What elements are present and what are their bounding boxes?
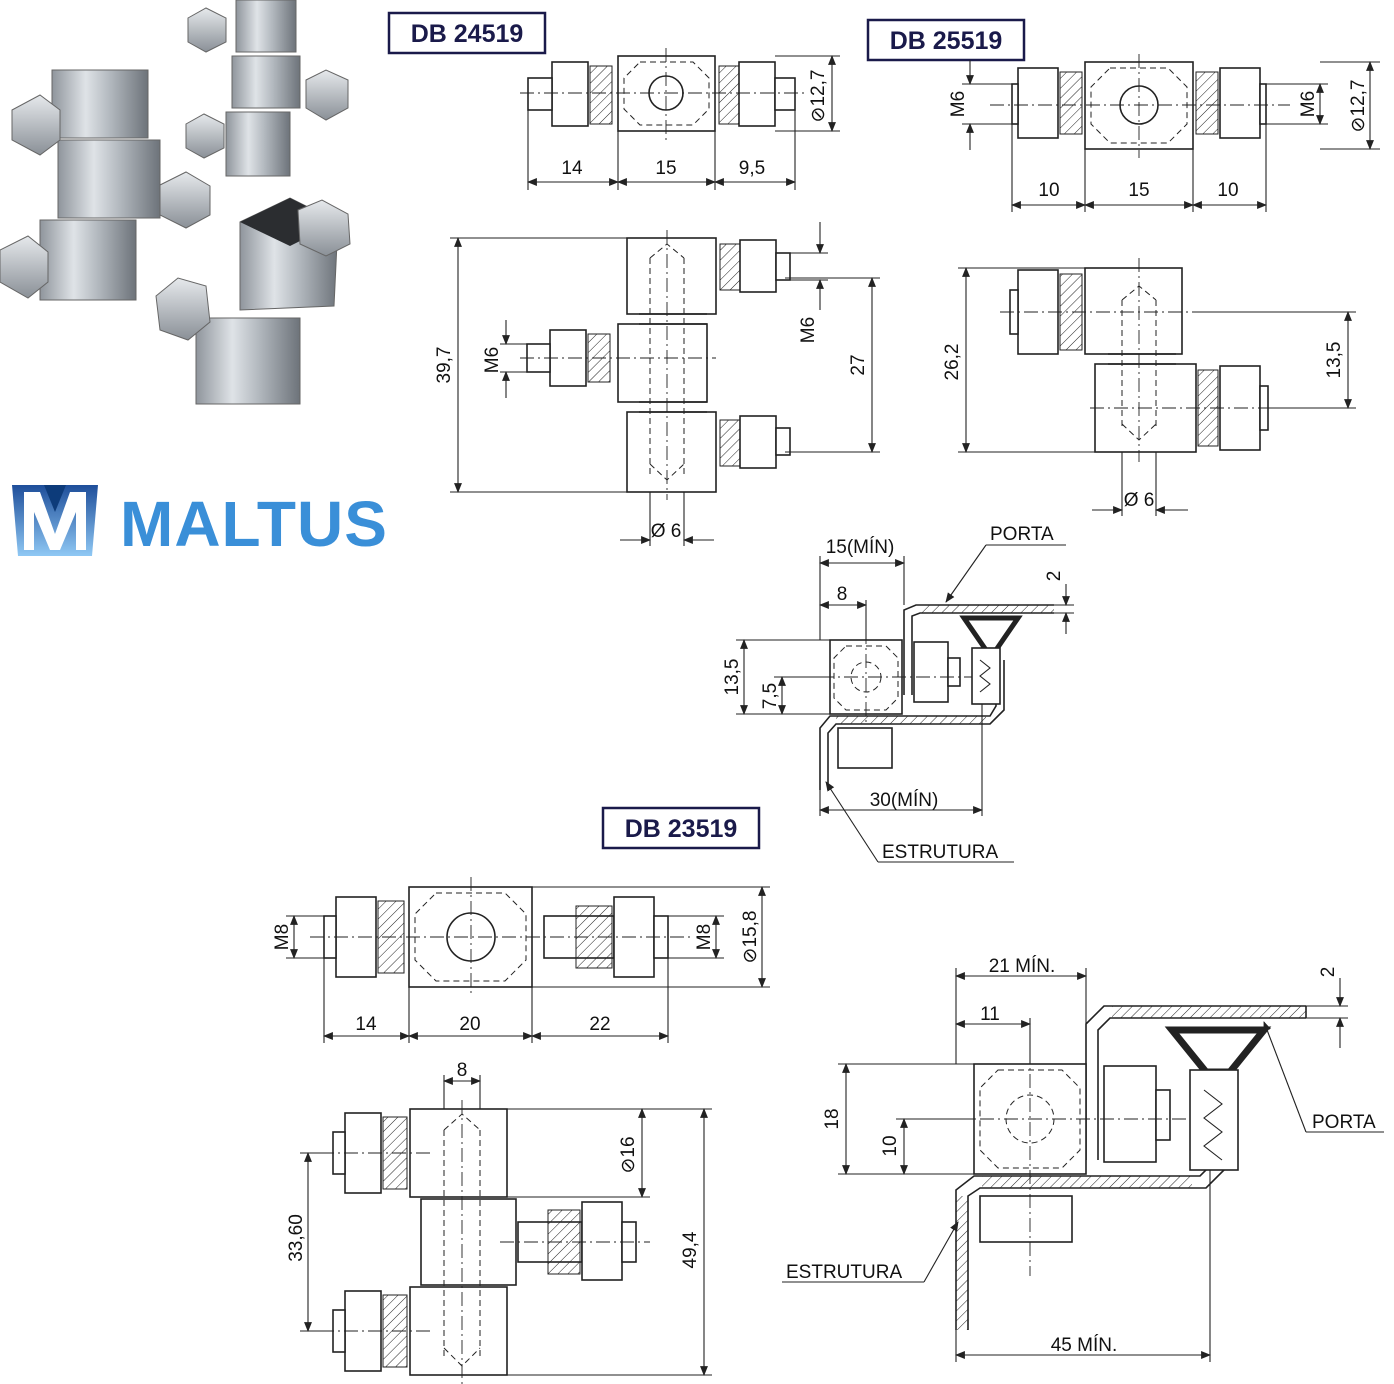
db24519-height: 39,7: [434, 347, 455, 384]
install-small-offset: 8: [837, 584, 848, 605]
install-small-door-label: PORTA: [990, 524, 1054, 545]
install-small-frame-label: ESTRUTURA: [882, 842, 998, 863]
db23519-dim-22: 22: [589, 1014, 610, 1035]
db25519-dim-15: 15: [1128, 180, 1149, 201]
install-large-half: 10: [880, 1135, 901, 1156]
db25519-span: 13,5: [1324, 342, 1345, 379]
db24519-thread-m6: M6: [798, 317, 819, 343]
install-small-half: 7,5: [760, 683, 781, 709]
brand-name: MALTUS: [120, 488, 388, 560]
install-small-height: 13,5: [722, 659, 743, 696]
db25519-thread-left: M6: [948, 91, 969, 117]
db24519-side-view: 39,7 27 M6 M6 Ø 6: [434, 222, 880, 546]
db24519-top-view: 14 15 9,5 ⊘12,7: [520, 48, 840, 190]
install-small-thickness: 2: [1044, 571, 1065, 582]
install-small-depth: 30(MÍN): [870, 790, 939, 811]
title-db25519: DB 25519: [866, 18, 1026, 62]
db24519-dim-14: 14: [561, 158, 583, 179]
db23519-dim-14: 14: [355, 1014, 377, 1035]
db23519-thread-right: M8: [694, 924, 715, 950]
maltus-logo: MALTUS: [12, 485, 388, 560]
install-detail-small: 15(MÍN) 8 2 13,5 7,5 30(MÍN) PORTA ESTRU…: [722, 524, 1074, 863]
db23519-height: 49,4: [680, 1231, 701, 1268]
db25519-height: 26,2: [942, 344, 963, 381]
title-db24519: DB 24519: [387, 11, 547, 55]
product-code-db23519: DB 23519: [625, 815, 738, 843]
db25519-dim-10a: 10: [1038, 180, 1059, 201]
db24519-pin: Ø 6: [651, 521, 682, 542]
db25519-side-view: 26,2 13,5 Ø 6: [942, 258, 1356, 516]
db23519-top-view: 14 20 22 M8 M8 ⊘15,8: [272, 877, 770, 1043]
db24519-span: 27: [848, 354, 869, 375]
product-code-db24519: DB 24519: [411, 20, 524, 48]
install-detail-large: 21 MÍN. 11 2 18 10 45 MÍN. PORTA ESTRUTU…: [782, 956, 1384, 1362]
product-photo: [0, 0, 351, 405]
install-large-depth: 45 MÍN.: [1051, 1335, 1118, 1356]
install-large-gap: 21 MÍN.: [989, 956, 1056, 977]
product-code-db25519: DB 25519: [890, 27, 1003, 55]
db23519-dia: ⊘15,8: [740, 911, 761, 964]
db23519-thread-left: M8: [272, 924, 293, 950]
install-large-height: 18: [822, 1108, 843, 1129]
db25519-dia: ⊘12,7: [1348, 80, 1369, 133]
db23519-span: 33,60: [286, 1214, 307, 1262]
install-large-offset: 11: [980, 1004, 1000, 1025]
db24519-dim-9-5: 9,5: [739, 158, 765, 179]
install-large-frame-label: ESTRUTURA: [786, 1262, 902, 1283]
db25519-top-view: 10 15 10 M6 M6 ⊘12,7: [948, 54, 1380, 212]
db23519-side-width: 8: [457, 1060, 468, 1081]
db25519-dim-10b: 10: [1217, 180, 1238, 201]
db25519-thread-right: M6: [1298, 91, 1319, 117]
install-small-gap: 15(MÍN): [826, 537, 895, 558]
db24519-dim-15: 15: [655, 158, 676, 179]
db25519-pin: Ø 6: [1124, 490, 1155, 511]
db23519-dim-20: 20: [459, 1014, 480, 1035]
install-large-thickness: 2: [1318, 967, 1339, 978]
db24519-thread-left: M6: [482, 347, 503, 373]
db23519-pin-dia: ⊘16: [618, 1136, 639, 1173]
db23519-side-view: 8 ⊘16 49,4 33,60: [286, 1060, 712, 1384]
title-db23519: DB 23519: [601, 806, 761, 850]
db24519-dia: ⊘12,7: [808, 70, 829, 123]
install-large-door-label: PORTA: [1312, 1112, 1376, 1133]
